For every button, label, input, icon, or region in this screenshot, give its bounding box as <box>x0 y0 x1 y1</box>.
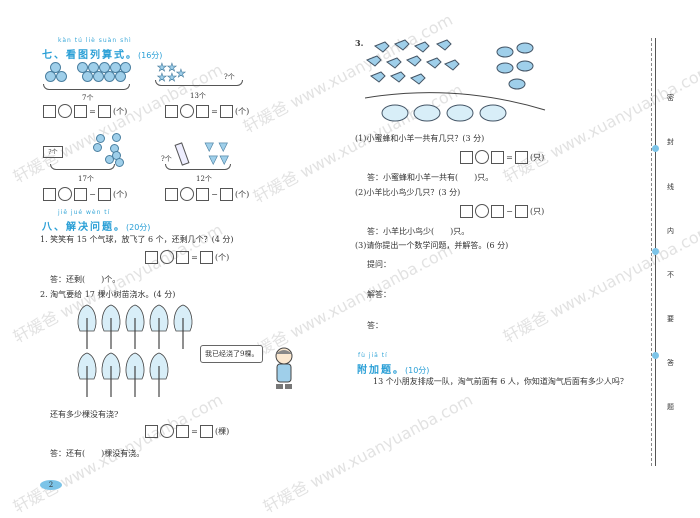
binding-char: 不 <box>667 271 674 279</box>
equation-1[interactable]: =(个) <box>43 104 127 118</box>
speech-bubble: 我已经浇了9棵。 <box>200 345 264 363</box>
binding-dot <box>652 248 659 255</box>
equation-q3-1[interactable]: =(只) <box>460 150 544 164</box>
binding-dot <box>652 352 659 359</box>
page-number: 2 <box>40 480 62 490</box>
equation-2[interactable]: =(个) <box>165 104 249 118</box>
equation-4[interactable]: −(个) <box>165 187 249 201</box>
shuttlecock-tube-icon <box>174 142 190 166</box>
label-17: 17个 <box>78 175 94 183</box>
question-1: 1. 笑笑有 15 个气球，放飞了 6 个，还剩几个？(4 分) <box>40 235 234 244</box>
answer-q2[interactable]: 答：还有( )棵没有浇。 <box>50 449 145 458</box>
answer-q3-2[interactable]: 答：小羊比小鸟少( )只。 <box>367 227 470 236</box>
binding-char: 题 <box>667 403 674 411</box>
watermark: 轩媛爸 www.xuanyuanba.com <box>259 389 476 517</box>
bonus-pinyin: fù jiā tí <box>358 352 388 359</box>
answer-field[interactable]: 答： <box>367 321 383 330</box>
answer-q1[interactable]: 答：还剩( )个。 <box>50 275 121 284</box>
label-13: 13个 <box>190 92 206 100</box>
equation-q3-2[interactable]: −(只) <box>460 204 544 218</box>
binding-char: 密 <box>667 94 674 102</box>
unknown-label: ?个 <box>224 73 235 81</box>
equation-3[interactable]: −(个) <box>43 187 127 201</box>
watermark: 轩媛爸 www.xuanyuanba.com <box>499 219 700 347</box>
question-3-2: (2)小羊比小鸟少几只？(3 分) <box>355 188 461 197</box>
dashed-cut-line <box>651 38 652 466</box>
label-12: 12个 <box>196 175 212 183</box>
binding-char: 答 <box>667 359 674 367</box>
bonus-heading: 附加题。(10分) <box>357 365 430 376</box>
question-2-ask: 还有多少棵没有浇? <box>50 410 119 419</box>
animals-illustration <box>365 39 546 122</box>
answer-q3-1[interactable]: 答：小蜜蜂和小羊一共有( )只。 <box>367 173 494 182</box>
section7-heading: 七、看图列算式。(16分) <box>42 50 163 61</box>
section8-pinyin: jiě jué wèn tí <box>58 209 111 216</box>
bonus-question: 13 个小朋友排成一队，淘气前面有 6 人，你知道淘气后面有多少人吗？ <box>373 377 628 386</box>
ask-field[interactable]: 提问： <box>367 260 391 269</box>
section7-pinyin: kàn tú liè suàn shì <box>58 37 132 44</box>
binding-char: 要 <box>667 315 674 323</box>
binding-dot <box>652 145 659 152</box>
boy-icon <box>275 347 293 389</box>
binding-char: 封 <box>667 138 674 146</box>
question-3-number: 3. <box>355 38 364 48</box>
equation-q1[interactable]: =(个) <box>145 250 229 264</box>
question-3-3: (3)请你提出一个数学问题，并解答。(6 分) <box>355 241 509 250</box>
unknown-label: ?个 <box>161 155 172 163</box>
equation-q2[interactable]: =(棵) <box>145 424 229 438</box>
box-icon: ?个 <box>43 146 63 158</box>
question-3-1: (1)小蜜蜂和小羊一共有几只？(3 分) <box>355 134 485 143</box>
label-7: 7个 <box>82 94 94 102</box>
question-2: 2. 淘气要给 17 棵小树苗浇水。(4 分) <box>40 290 176 299</box>
binding-char: 线 <box>667 183 674 191</box>
trees-illustration <box>77 304 193 397</box>
section8-heading: 八、解决问题。(20分) <box>42 222 151 233</box>
binding-char: 内 <box>667 227 674 235</box>
solve-field[interactable]: 解答： <box>367 290 391 299</box>
